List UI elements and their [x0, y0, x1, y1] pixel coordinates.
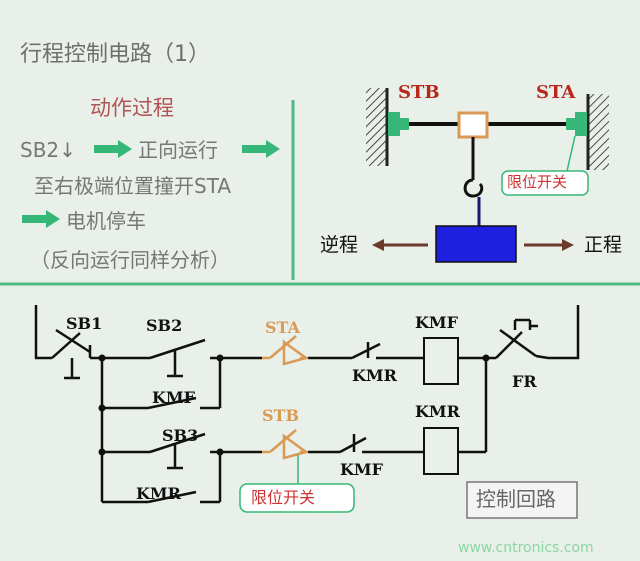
sequence-heading: 动作过程 [90, 96, 174, 120]
forward-label: 正程 [584, 234, 623, 256]
limit-switch-callout [501, 170, 589, 196]
stb-limit-switch [388, 112, 409, 136]
green-arrow-icon [22, 210, 60, 228]
sequence-step3: 电机停车 [66, 209, 146, 233]
carriage [457, 111, 489, 139]
reverse-arrow-icon [372, 239, 428, 251]
stb-contact [262, 429, 309, 460]
left-wall [366, 88, 389, 166]
sta-label: STA [536, 82, 576, 103]
kmf-nc-label: KMF [340, 460, 383, 479]
sequence-step4: （反向运行同样分析） [30, 248, 230, 272]
fr-label: FR [512, 372, 537, 391]
green-arrow-icon [94, 140, 132, 158]
limit-switch-callout-bottom [239, 483, 355, 513]
green-arrow-icon [242, 140, 280, 158]
motor-load [435, 225, 517, 263]
sequence-step2: 至右极端位置撞开STA [34, 174, 232, 198]
sta-circuit-label: STA [265, 318, 300, 337]
forward-arrow-icon [524, 239, 574, 251]
kmr-nc-label: KMR [352, 366, 397, 385]
kmr-coil-label: KMR [415, 402, 460, 421]
sta-limit-switch [566, 112, 587, 136]
watermark: www.cntronics.com [458, 540, 594, 556]
sta-contact [262, 335, 309, 366]
control-loop-box [466, 481, 578, 519]
sequence-step1-b: 正向运行 [138, 138, 218, 162]
limit-switch-label-bottom: 限位开关 [251, 488, 316, 507]
right-supply-rail [548, 305, 580, 360]
sb3-label: SB3 [162, 426, 199, 445]
reverse-label: 逆程 [320, 234, 359, 256]
limit-switch-label: 限位开关 [507, 173, 568, 191]
kmf-aux-label: KMF [152, 388, 195, 407]
diagram-title: 行程控制电路（1） [20, 42, 210, 67]
sb2-label: SB2 [146, 316, 183, 335]
control-loop-label: 控制回路 [476, 487, 556, 511]
kmf-coil-label: KMF [415, 313, 458, 332]
stb-label: STB [398, 82, 440, 103]
sb1-label: SB1 [66, 314, 103, 333]
hook-icon [463, 178, 484, 198]
stb-circuit-label: STB [262, 406, 299, 425]
right-wall [586, 94, 609, 170]
left-supply-rail [34, 305, 52, 360]
sequence-step1-a: SB2↓ [20, 138, 76, 162]
kmr-aux-label: KMR [136, 484, 181, 503]
